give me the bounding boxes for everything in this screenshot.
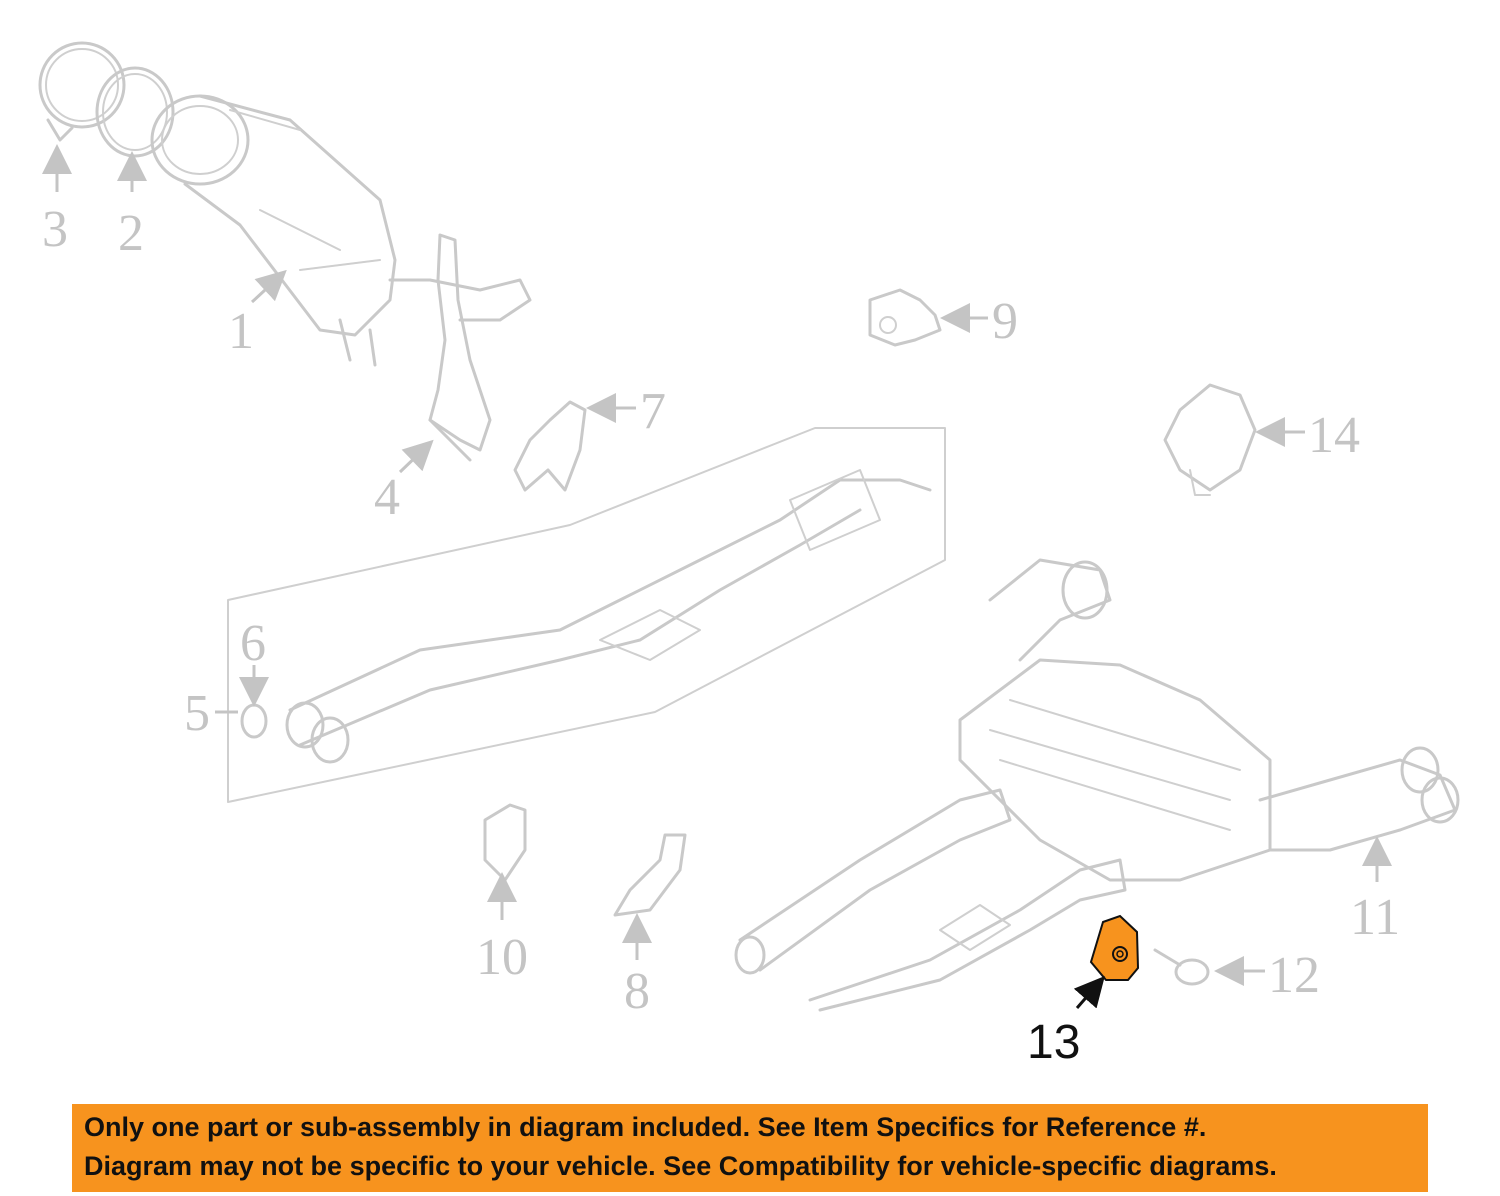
callout-14: 14: [1308, 407, 1360, 464]
assembly-group-frame: [227, 427, 946, 803]
callout-8: 8: [624, 963, 650, 1020]
clamp-ring-part: [38, 41, 126, 142]
callout-7: 7: [640, 383, 666, 440]
heat-bracket-part: [428, 233, 492, 462]
callout-5: 5: [184, 685, 210, 742]
small-gasket-part: [240, 703, 268, 739]
callout-leaders: [42, 144, 1392, 1009]
disclaimer-line-2: Diagram may not be specific to your vehi…: [84, 1151, 1277, 1181]
front-pipe-assembly-part: [285, 469, 932, 764]
small-bracket-part: [513, 400, 587, 492]
catalytic-converter-part: [150, 94, 532, 367]
exhaust-sensor-part: [1153, 948, 1210, 986]
support-strap-part: [613, 833, 687, 917]
callout-13-highlighted: 13: [1027, 1016, 1080, 1069]
rubber-mount-part: [868, 288, 942, 347]
disclaimer-banner: Only one part or sub-assembly in diagram…: [72, 1104, 1428, 1192]
rubber-hanger-part-highlighted: [1089, 914, 1140, 981]
callout-11: 11: [1350, 889, 1400, 946]
callout-10: 10: [476, 929, 528, 986]
callout-1: 1: [228, 303, 254, 360]
callout-9: 9: [992, 293, 1018, 350]
callout-6: 6: [240, 615, 266, 672]
callout-12: 12: [1268, 947, 1320, 1004]
disclaimer-line-1: Only one part or sub-assembly in diagram…: [84, 1112, 1207, 1142]
actuator-part: [1163, 383, 1257, 496]
callout-2: 2: [118, 205, 144, 262]
callout-4: 4: [374, 469, 400, 526]
callout-3: 3: [42, 201, 68, 258]
rear-muffler-part: [734, 558, 1460, 1012]
rear-bracket-part: [483, 803, 527, 882]
